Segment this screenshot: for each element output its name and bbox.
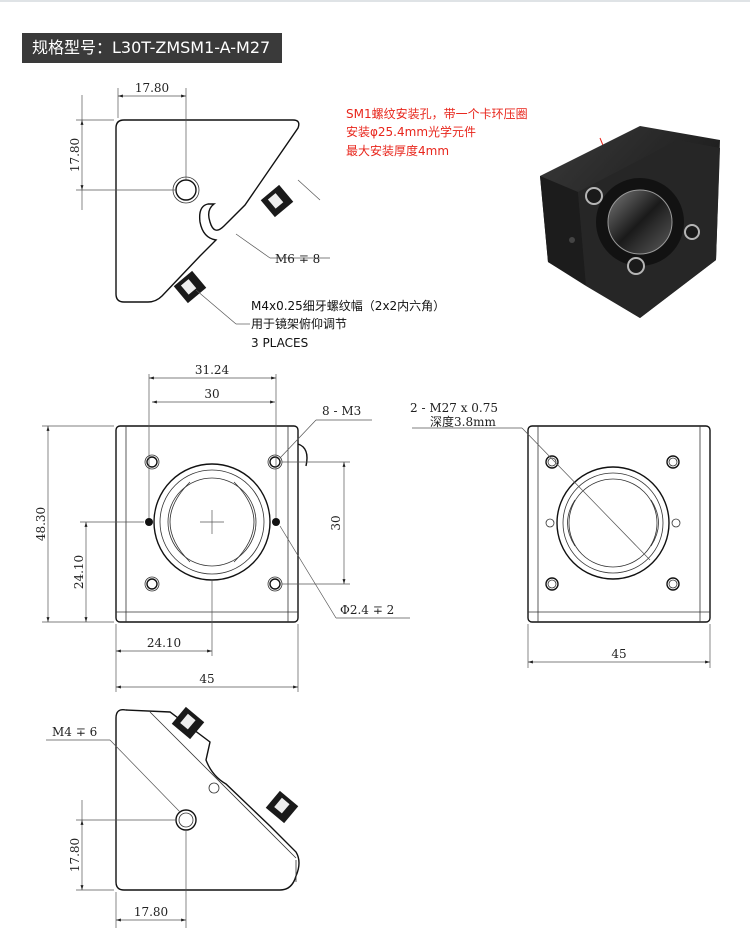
product-note-line3: 最大安装厚度4mm [346,143,449,158]
back-view: 2 - M27 x 0.75 深度3.8mm 45 [410,401,711,668]
side-height-dim: 17.80 [68,838,82,872]
back-hole-icon [545,577,559,591]
back-view-body [527,425,711,623]
pin-hole-icon [145,518,153,526]
dim-30-right: 30 [329,515,343,530]
m27-callout-line1: 2 - M27 x 0.75 [410,401,498,415]
product-note-line1: SM1螺纹安装孔，带一个卡环压圈 [346,106,528,121]
pin-hole-icon [272,518,280,526]
back-hole-icon [666,455,680,469]
product-note: SM1螺纹安装孔，带一个卡环压圈 安装φ25.4mm光学元件 最大安装厚度4mm [346,106,627,203]
m3-hole-icon [144,454,160,470]
dim-45-front: 45 [199,672,214,686]
adjuster-screw-icon [173,270,207,304]
side-view-body [115,708,300,891]
dim-24-10-horizontal: 24.10 [147,636,181,650]
top-view: 17.80 17.80 M6 ∓ 8 M4x0.25细牙螺纹幅（2x2内六角） … [68,81,445,350]
m6-callout: M6 ∓ 8 [275,252,320,266]
m4-note-line3: 3 PLACES [251,336,308,350]
top-divider [0,0,750,2]
back-hole-icon [545,455,559,469]
adjuster-screw-icon [265,790,299,824]
dim-31-24: 31.24 [195,363,230,377]
top-view-body [115,119,300,303]
adjuster-screw-icon [260,184,294,218]
back-hole-icon [666,577,680,591]
m4-note-line1: M4x0.25细牙螺纹幅（2x2内六角） [251,298,445,313]
side-view: M4 ∓ 6 17.80 17.80 [46,706,300,928]
dim-45-back: 45 [611,647,626,661]
back-aperture [556,466,670,580]
front-view: 31.24 30 8 - M3 48.30 24.10 30 Φ2.4 ∓ 2 … [34,363,410,692]
dim-30-top: 30 [204,387,219,401]
side-width-dim: 17.80 [134,905,168,919]
m3-hole-icon [267,576,283,592]
top-view-m6-hole [175,179,197,201]
pin-callout: Φ2.4 ∓ 2 [340,603,394,617]
adjuster-screw-icon [171,706,205,740]
m4-note-line2: 用于镜架俯仰调节 [251,316,347,331]
front-view-body [115,425,299,623]
top-view-height-dim: 17.80 [68,138,82,172]
m3-callout: 8 - M3 [322,404,361,418]
product-note-line2: 安装φ25.4mm光学元件 [346,124,476,139]
m3-hole-icon [144,576,160,592]
dim-48-30: 48.30 [34,507,48,541]
product-photo [540,126,720,318]
m27-callout-line2: 深度3.8mm [430,414,496,429]
m3-hole-icon [267,454,283,470]
side-m4-callout: M4 ∓ 6 [52,725,97,739]
top-view-width-dim: 17.80 [135,81,169,95]
spec-title: 规格型号：L30T-ZMSM1-A-M27 [22,33,283,63]
dim-24-10-vertical: 24.10 [72,555,86,589]
